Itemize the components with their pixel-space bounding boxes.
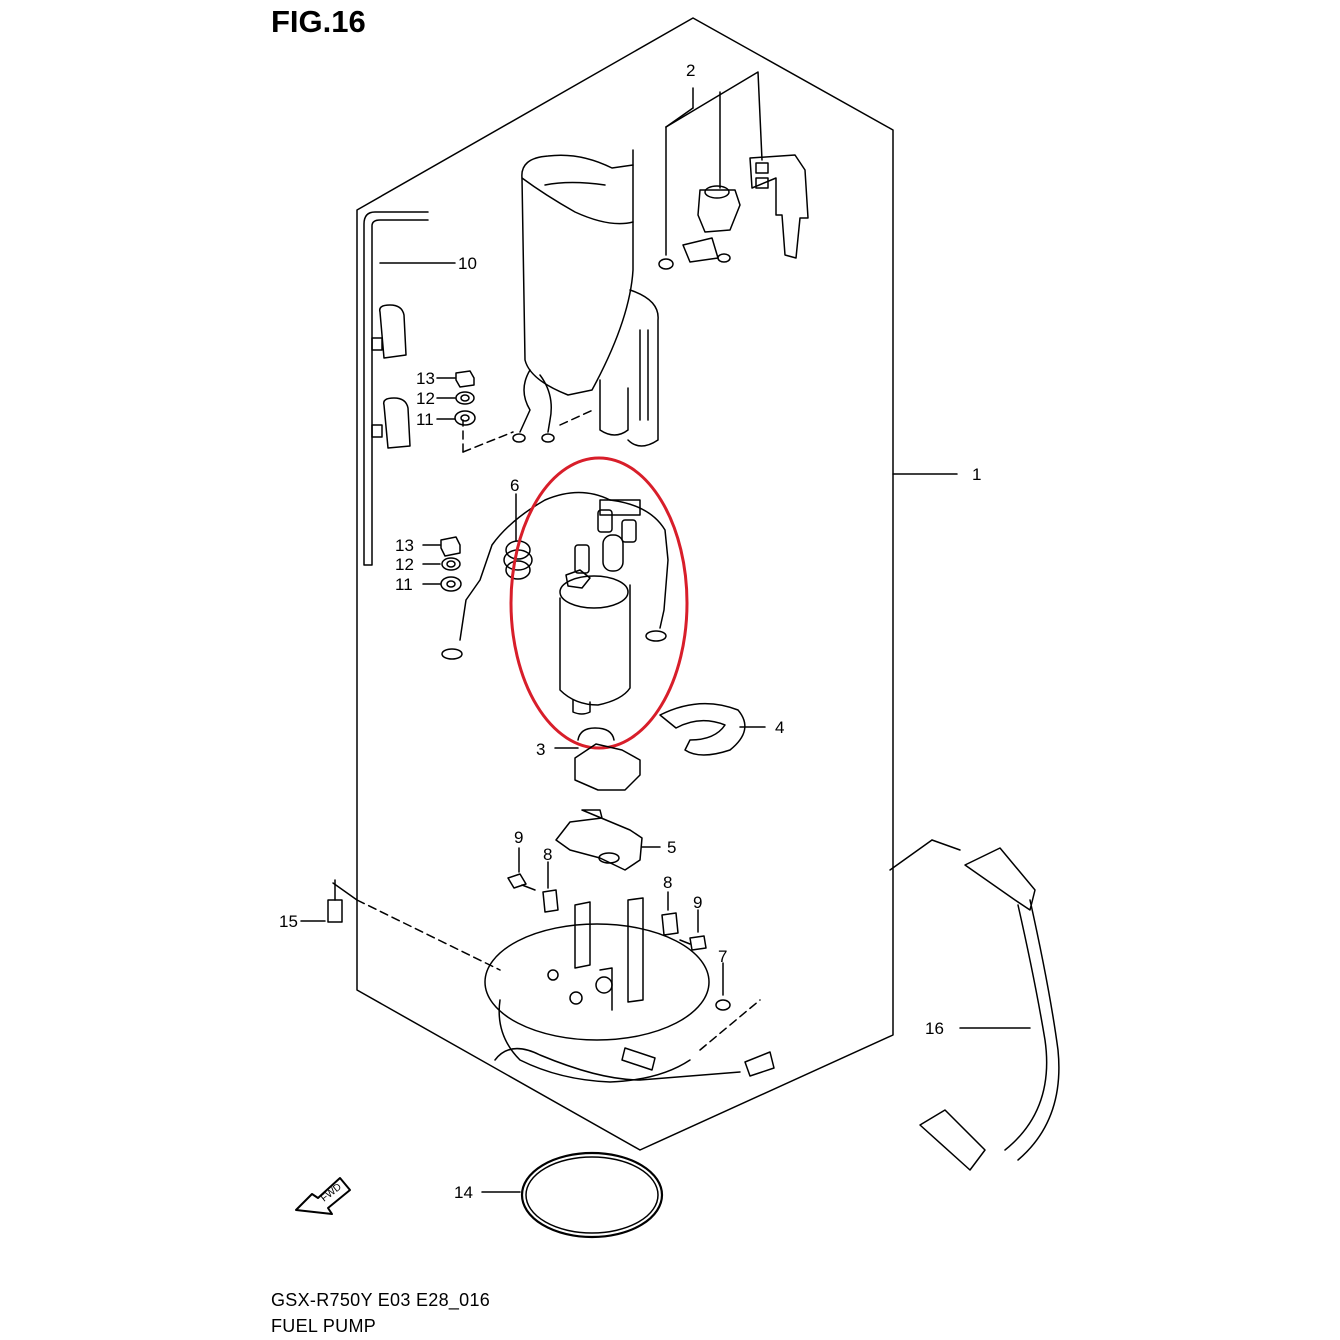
part-14-o-ring (520, 1151, 664, 1239)
part-10-breather-hose (363, 211, 456, 566)
fuel-pump-plate (484, 897, 775, 1083)
diagram-name-caption: FUEL PUMP (271, 1316, 377, 1336)
assembly-boundary-box (356, 17, 894, 1151)
callout-14: 14 (454, 1183, 473, 1202)
callout-6: 6 (510, 476, 519, 495)
parts-8-9-hardware (507, 847, 731, 1011)
callout-10: 10 (458, 254, 477, 273)
callout-9-lower: 9 (693, 893, 702, 912)
callout-8-lower: 8 (663, 873, 672, 892)
callout-13-lower: 13 (395, 536, 414, 555)
part-16-fuel-hose (889, 839, 1060, 1171)
callout-16: 16 (925, 1019, 944, 1038)
parts-11-12-13-upper (436, 370, 476, 426)
parts-11-12-13-lower (422, 536, 462, 592)
callout-12-upper: 12 (416, 389, 435, 408)
callout-1: 1 (972, 465, 981, 484)
callout-12-lower: 12 (395, 555, 414, 574)
callout-15: 15 (279, 912, 298, 931)
callout-13-upper: 13 (416, 369, 435, 388)
part-3-pump-filter (554, 727, 641, 791)
callout-7: 7 (718, 947, 727, 966)
callout-11-lower: 11 (395, 575, 413, 594)
diagram-code-caption: GSX-R750Y E03 E28_016 (271, 1290, 491, 1310)
callout-4: 4 (775, 718, 784, 737)
figure-title: FIG.16 (271, 4, 366, 39)
callout-8-upper: 8 (543, 845, 552, 864)
part-2-pressure-regulator (658, 71, 809, 270)
callout-9-upper: 9 (514, 828, 523, 847)
callout-3: 3 (536, 740, 545, 759)
forward-arrow-icon: FWD (295, 1177, 351, 1215)
part-1-pump-housing (512, 149, 659, 447)
callout-2: 2 (686, 61, 695, 80)
dashed-guide-top (462, 409, 594, 453)
part-15-bolt (300, 879, 343, 923)
dashed-guide-base (356, 899, 761, 1051)
fuel-pump-motor (559, 499, 641, 715)
callout-11-upper: 11 (416, 410, 434, 429)
callout-5: 5 (667, 838, 676, 857)
part-4-pump-cushion (659, 702, 766, 756)
part-6-wire-harness (441, 491, 669, 660)
highlight-circle (509, 456, 689, 750)
part-5-bracket (555, 809, 661, 871)
